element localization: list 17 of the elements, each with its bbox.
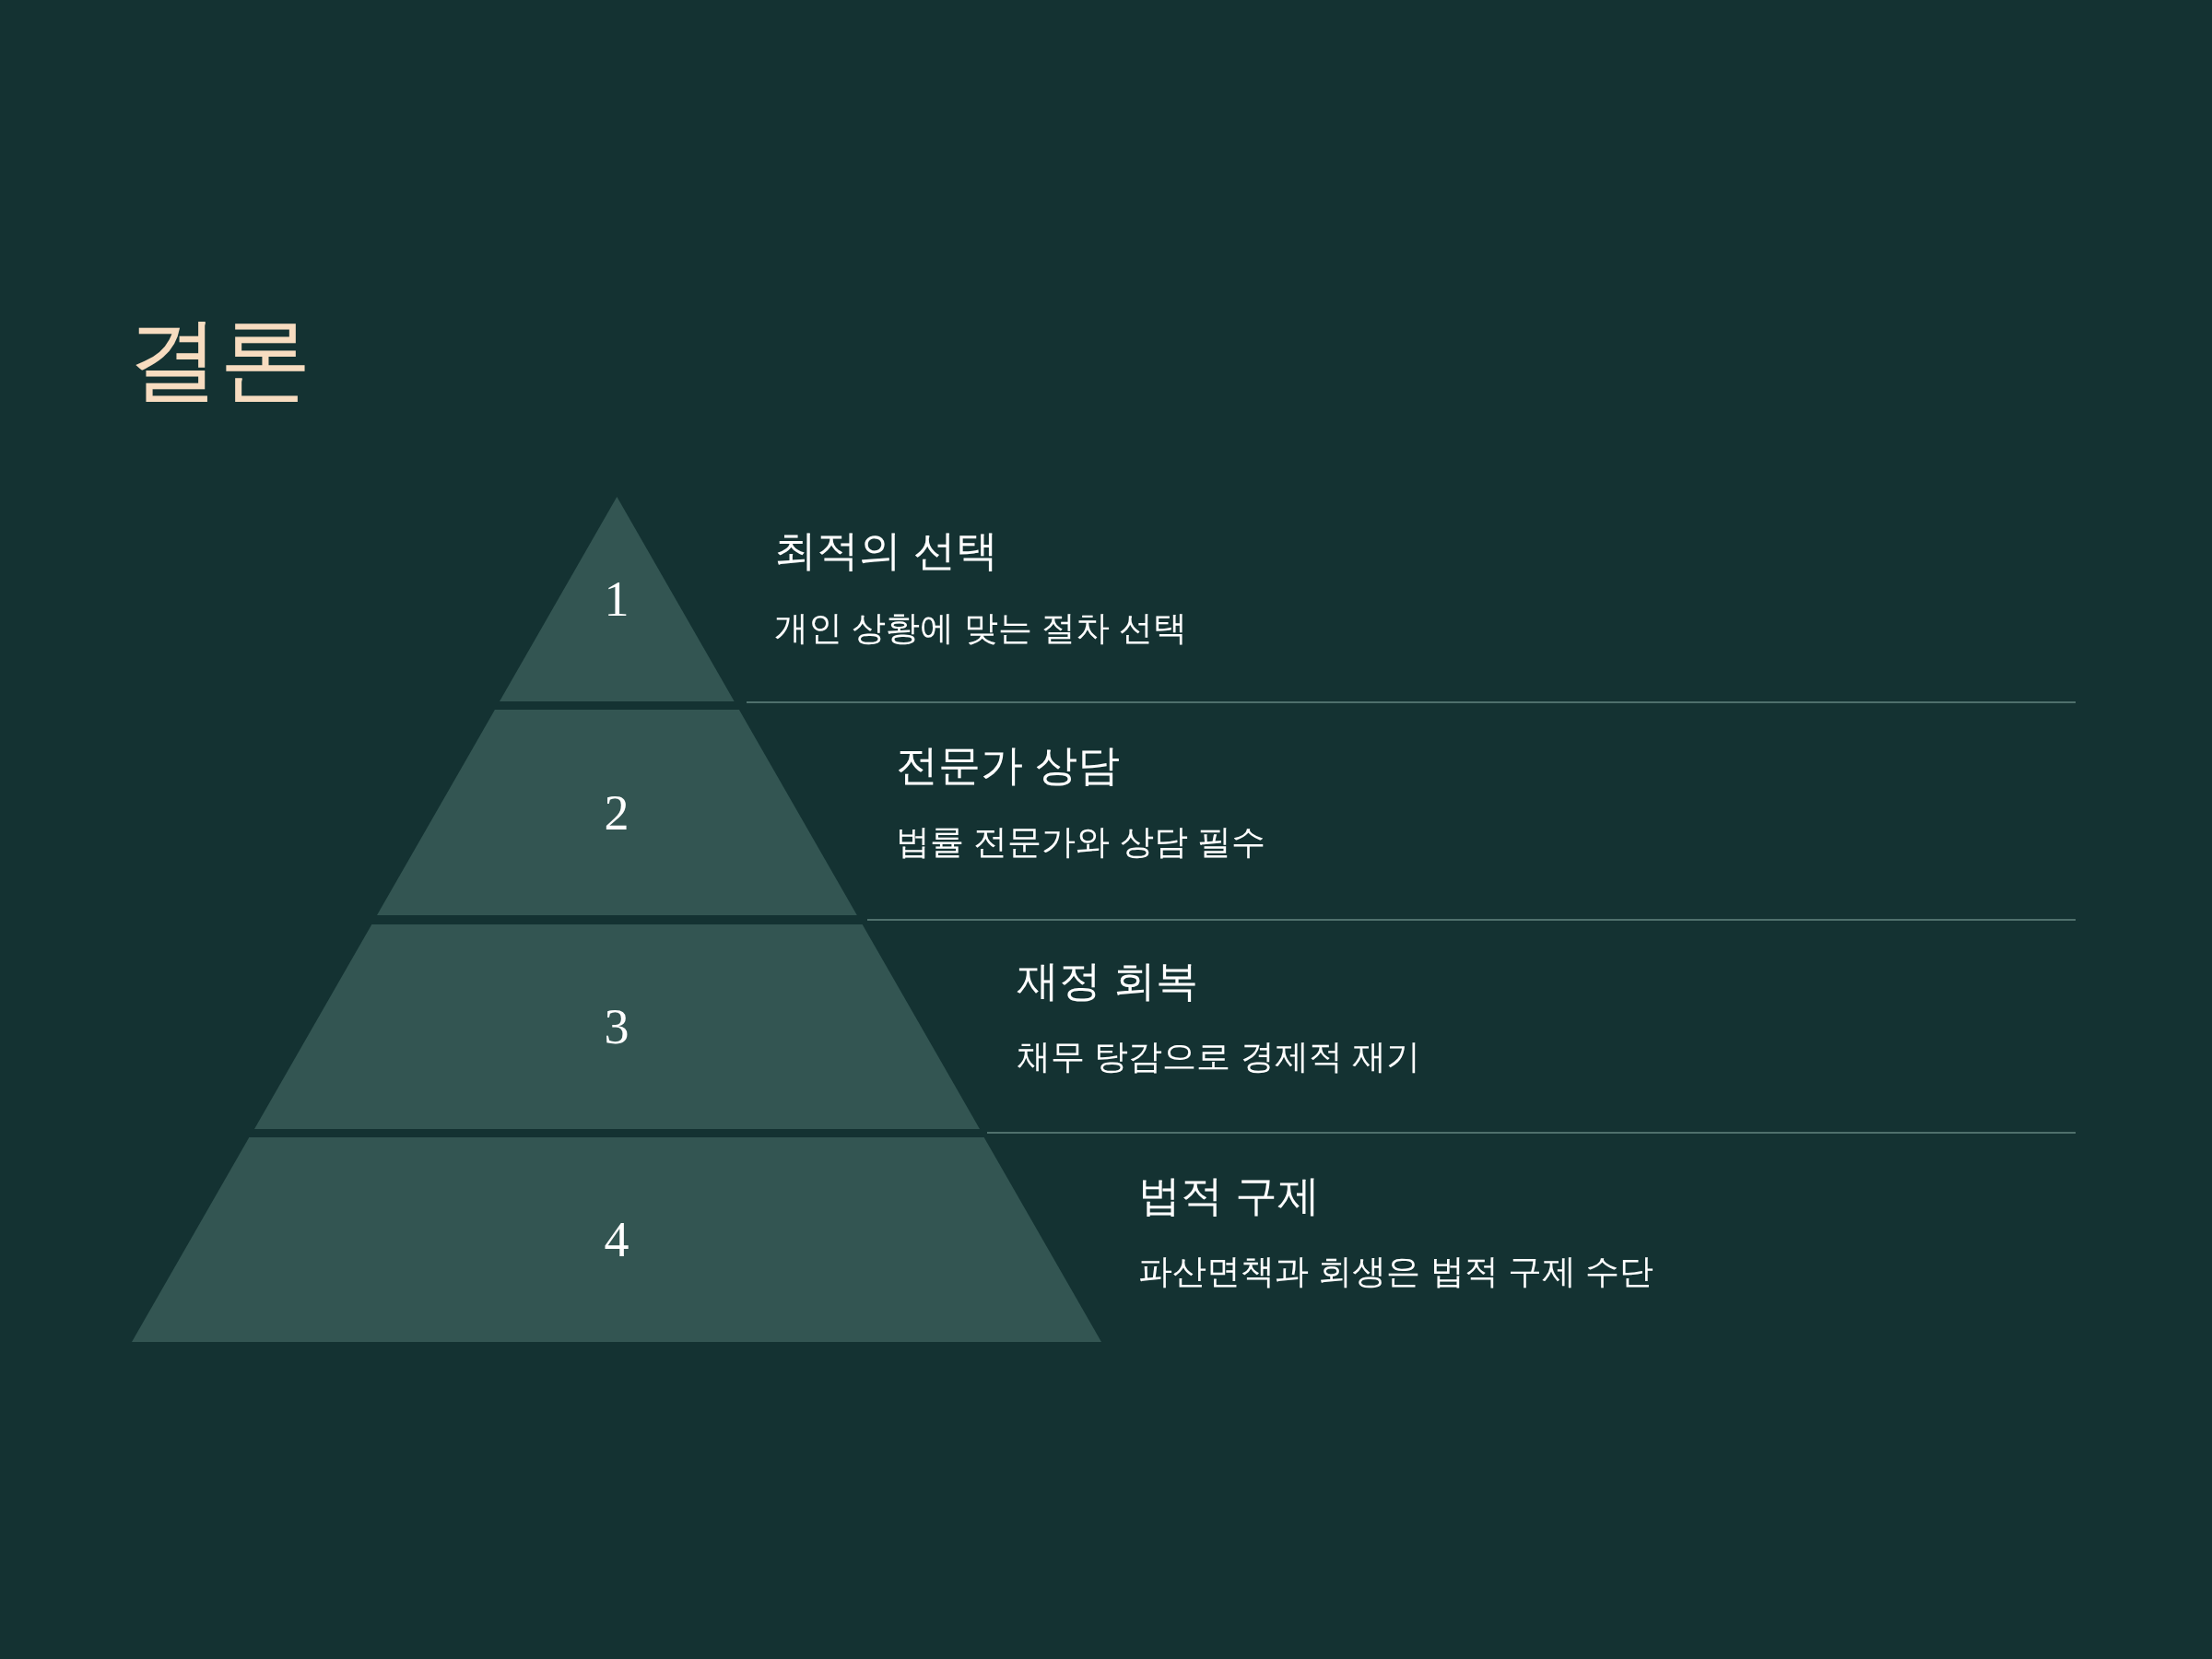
pyramid-tip [499, 497, 735, 701]
tier-heading: 전문가 상담 [896, 740, 1120, 791]
tier-number: 3 [604, 1002, 629, 1052]
tier-heading: 법적 구제 [1138, 1171, 1320, 1221]
pyramid-tier [132, 1137, 1101, 1342]
tier-heading: 최적의 선택 [774, 525, 998, 576]
tier-heading: 재정 회복 [1017, 956, 1198, 1006]
tier-description: 채무 탕감으로 경제적 재기 [1017, 1037, 1420, 1077]
slide-title: 결론 [127, 304, 312, 415]
tier-number: 2 [604, 787, 629, 838]
tier-description: 법률 전문가와 상담 필수 [896, 822, 1265, 863]
tier-number: 4 [604, 1215, 629, 1265]
tier-description: 개인 상황에 맞는 절차 선택 [774, 608, 1188, 649]
tier-number: 1 [604, 574, 629, 624]
tier-description: 파산면책과 회생은 법적 구제 수단 [1138, 1252, 1654, 1292]
pyramid-tier [376, 710, 857, 915]
pyramid-tier [253, 924, 980, 1129]
